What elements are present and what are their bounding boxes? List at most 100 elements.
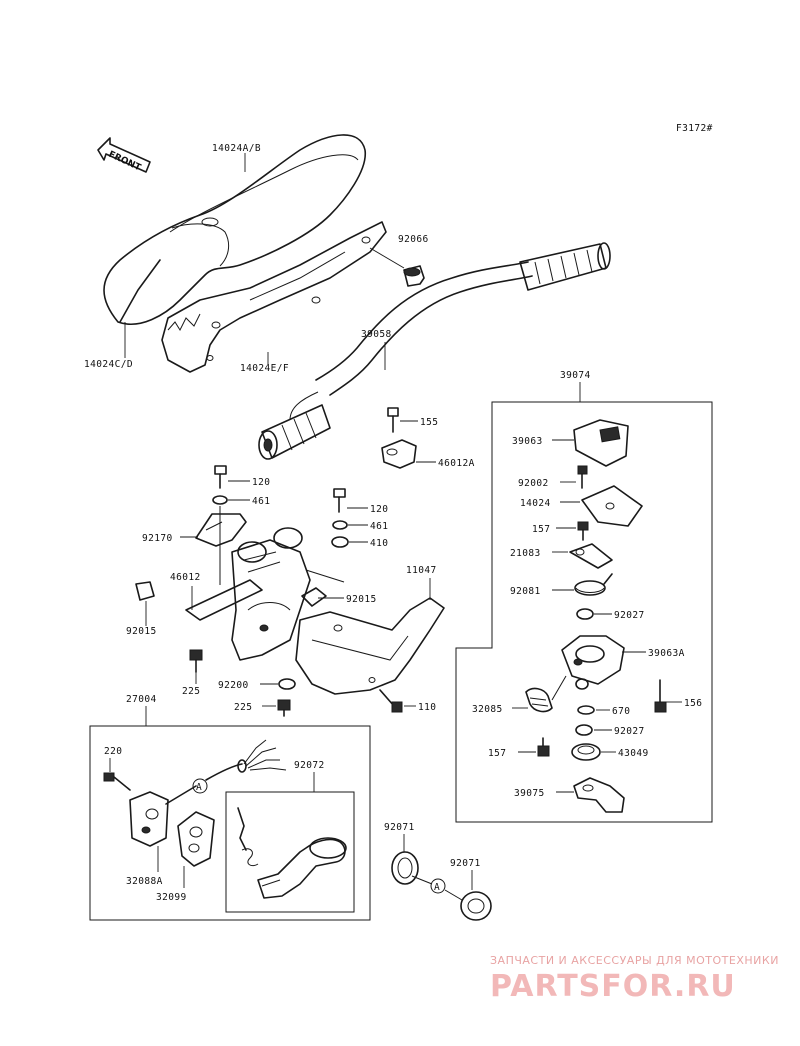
label-clip-92015a: 92015 (126, 626, 157, 637)
clip-92015b (301, 587, 327, 607)
cover-39063 (573, 419, 629, 467)
left-grip (258, 404, 331, 460)
bolt-120b (333, 488, 346, 513)
label-screw-220: 220 (104, 746, 122, 757)
label-bolt-225b: 225 (234, 702, 252, 713)
label-bolt-92002: 92002 (518, 478, 549, 489)
bolt-157a (577, 521, 589, 541)
label-bolt-120a: 120 (252, 477, 270, 488)
screw-220 (103, 772, 131, 791)
label-bolt-110: 110 (418, 702, 436, 713)
clamp-92170 (195, 513, 247, 547)
label-washer-92200: 92200 (218, 680, 249, 691)
label-seat-bottom: 14024E/F (240, 363, 289, 374)
spring-32085 (525, 687, 553, 713)
label-washer-92027b: 92027 (614, 726, 645, 737)
front-arrow-label: FRONT (107, 150, 143, 174)
label-seal-92071a: 92071 (384, 822, 415, 833)
bolt-225a (189, 649, 203, 673)
label-seat-top: 14024A/B (212, 143, 261, 154)
bolt-157b (537, 737, 550, 757)
bolt-120a (214, 465, 227, 489)
right-grip (519, 242, 611, 291)
seal-92071b (460, 891, 492, 921)
label-pad-46012: 46012 (170, 572, 201, 583)
label-lever-21083: 21083 (510, 548, 541, 559)
clamp-92072-box (225, 791, 355, 913)
ref-a-2: A (434, 882, 440, 893)
washer-461a (212, 495, 228, 505)
label-washer-461a: 461 (252, 496, 270, 507)
label-seal-92071b: 92071 (450, 858, 481, 869)
label-bolt-225a: 225 (182, 686, 200, 697)
label-bolt-156: 156 (684, 698, 702, 709)
clip-92015a (135, 581, 155, 601)
label-bolt-120b: 120 (370, 504, 388, 515)
seat-assembly (103, 134, 387, 373)
label-holder-46012a: 46012A (438, 458, 475, 469)
watermark-tagline: ЗАПЧАСТИ И АКСЕССУАРЫ ДЛЯ МОТОТЕХНИКИ (490, 954, 779, 967)
label-washer-92027a: 92027 (614, 610, 645, 621)
label-lever-39075: 39075 (514, 788, 545, 799)
switch-32088a (129, 791, 169, 847)
cap-92066 (403, 265, 425, 287)
clamp-92072 (237, 807, 347, 899)
bolt-92002 (577, 465, 588, 489)
bracket-11047 (295, 597, 445, 695)
label-clip-92015b: 92015 (346, 594, 377, 605)
label-housing-group: 39074 (560, 370, 591, 381)
front-arrow-icon: FRONT (97, 137, 151, 174)
label-cap: 92066 (398, 234, 429, 245)
lever-21083 (569, 543, 613, 569)
seal-43049 (571, 743, 601, 761)
seal-92071a (391, 851, 419, 885)
label-switch-32088a: 32088A (126, 876, 163, 887)
label-washer-461b: 461 (370, 521, 388, 532)
label-spring-92081: 92081 (510, 586, 541, 597)
wire-harness (205, 739, 287, 781)
watermark-logo: PARTSFOR.RU (490, 969, 736, 1004)
ref-a-1: A (196, 782, 202, 793)
switch-group-box (89, 725, 371, 921)
case-32099 (177, 811, 215, 867)
label-handlebar: 39058 (361, 329, 392, 340)
label-seat-left: 14024C/D (84, 359, 133, 370)
label-bolt-155: 155 (420, 417, 438, 428)
lever-39075 (573, 777, 625, 813)
label-bolt-157a: 157 (532, 524, 550, 535)
ref-a-marker-1 (192, 778, 208, 794)
washer-410 (331, 536, 349, 548)
label-bolt-157b: 157 (488, 748, 506, 759)
label-seal-43049: 43049 (618, 748, 649, 759)
label-housing-39063a: 39063A (648, 648, 685, 659)
label-oring-670: 670 (612, 706, 630, 717)
bolt-155 (387, 407, 399, 433)
washer-92027b (575, 724, 593, 736)
pad-46012 (185, 579, 263, 621)
label-cover-39063: 39063 (512, 436, 543, 447)
label-switch-group: 27004 (126, 694, 157, 705)
bolt-156 (654, 679, 667, 713)
bolt-225b (277, 699, 291, 717)
plate-14024 (581, 485, 643, 527)
washer-92200 (278, 678, 296, 690)
washer-461b (332, 520, 348, 530)
oring-670 (577, 705, 595, 715)
housing-group-box (455, 401, 713, 823)
label-plate-14024: 14024 (520, 498, 551, 509)
label-clamp-92170: 92170 (142, 533, 173, 544)
label-clamp-92072: 92072 (294, 760, 325, 771)
handlebar-clamp (231, 527, 311, 661)
label-spring-32085: 32085 (472, 704, 503, 715)
bolt-110 (379, 689, 403, 713)
holder-46012a (381, 439, 417, 469)
washer-92027a (576, 608, 594, 620)
ref-a-marker-2 (430, 878, 446, 894)
label-case-32099: 32099 (156, 892, 187, 903)
label-bracket-11047: 11047 (406, 565, 437, 576)
housing-39063a (561, 635, 625, 690)
figure-code: F3172# (676, 123, 713, 134)
handlebar (258, 242, 611, 460)
spring-92081 (574, 573, 613, 596)
